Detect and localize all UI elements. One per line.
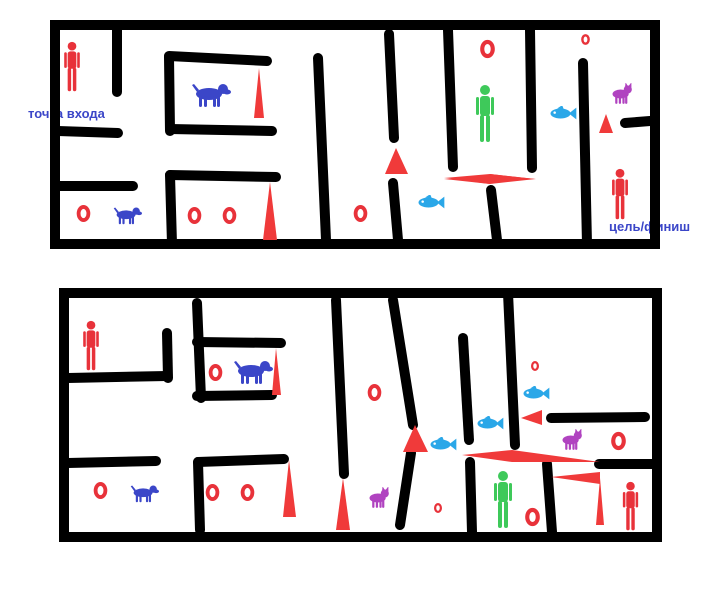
fish-icon (523, 386, 550, 400)
ring-icon (581, 34, 590, 45)
spike-flat (444, 174, 536, 184)
maze-walls (53, 25, 655, 249)
maze-top (50, 20, 660, 249)
ring-icon (187, 207, 202, 224)
ring-icon (611, 431, 626, 451)
ring-icon (434, 503, 442, 513)
ring-icon (367, 384, 382, 401)
maze-border (59, 288, 662, 542)
dog-icon (192, 84, 231, 107)
dog-icon (234, 361, 273, 384)
goal-finish-label: цель/финиш (609, 219, 691, 234)
ring-icon (205, 484, 220, 501)
green-player (494, 471, 512, 528)
fish-icon (418, 195, 445, 209)
ring-icon (208, 364, 223, 381)
spike-hazards (272, 348, 604, 530)
ring-icon (480, 39, 495, 59)
entry-point-label: точка входа (28, 106, 105, 121)
ring-icon (525, 507, 540, 527)
ring-icon (531, 361, 539, 371)
red-person-start (64, 41, 80, 92)
cat-icon (366, 487, 389, 508)
dog-icon (113, 207, 142, 225)
dog-icon (130, 485, 159, 503)
ring-icon (222, 207, 237, 224)
fish-icon (550, 106, 577, 120)
ring-icon (93, 482, 108, 499)
ring-icon (76, 205, 91, 222)
fish-icon (477, 416, 504, 430)
red-person-goal (612, 168, 628, 220)
maze-walls (63, 288, 660, 537)
spike-hazards (254, 68, 613, 240)
cat-icon (609, 83, 632, 104)
maze-bottom (59, 288, 662, 542)
ring-icon (240, 484, 255, 501)
red-person-goal (622, 481, 639, 531)
ring-icon (353, 205, 368, 222)
red-person-start (83, 320, 99, 371)
green-player (476, 85, 494, 142)
cat-icon (559, 429, 582, 450)
fish-icon (430, 437, 457, 451)
